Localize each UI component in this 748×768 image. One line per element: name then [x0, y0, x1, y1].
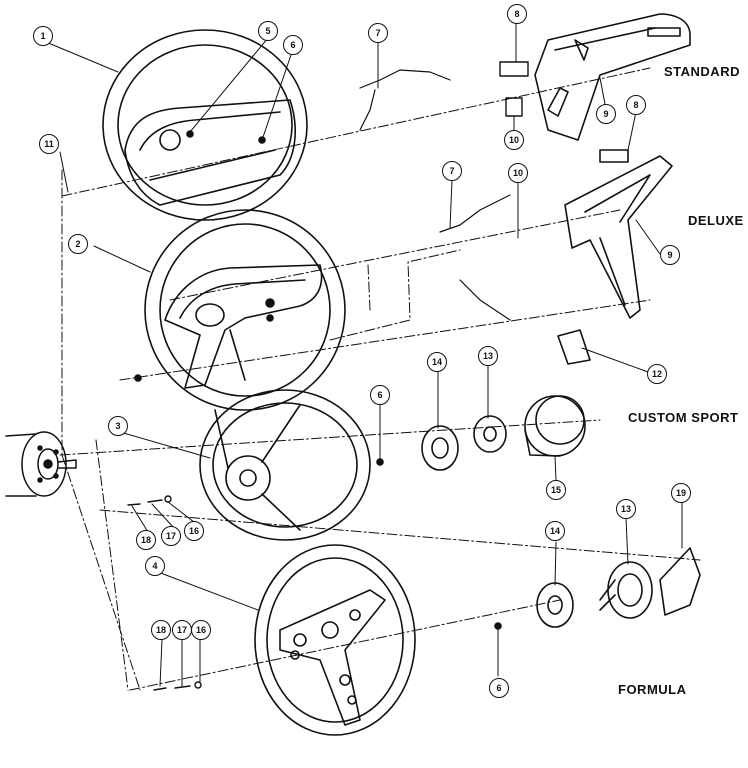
label-standard: STANDARD: [664, 64, 740, 79]
label-custom-sport: CUSTOM SPORT: [628, 410, 739, 425]
formula-steering-wheel: [254, 544, 416, 736]
standard-horn-contact: [499, 61, 529, 117]
deluxe-horn-shroud: [557, 149, 673, 365]
callout-7: 7: [368, 23, 388, 43]
deluxe-steering-wheel: [134, 209, 346, 411]
center-lines: [59, 67, 701, 691]
callout-5: 5: [258, 21, 278, 41]
callout-1: 1: [33, 26, 53, 46]
custom-sport-steering-wheel: [199, 389, 384, 541]
callout-19: 19: [671, 483, 691, 503]
standard-steering-wheel: [102, 29, 308, 221]
formula-hub-parts: [494, 547, 701, 630]
callout-4: 4: [145, 556, 165, 576]
callout-10: 10: [508, 163, 528, 183]
callout-3: 3: [108, 416, 128, 436]
callout-16: 16: [184, 521, 204, 541]
callout-6: 6: [283, 35, 303, 55]
label-deluxe: DELUXE: [688, 213, 744, 228]
callout-14: 14: [545, 521, 565, 541]
callout-10: 10: [504, 130, 524, 150]
callout-6: 6: [370, 385, 390, 405]
callout-7: 7: [442, 161, 462, 181]
callout-12: 12: [647, 364, 667, 384]
callout-2: 2: [68, 234, 88, 254]
callout-8: 8: [626, 95, 646, 115]
callout-18: 18: [136, 530, 156, 550]
callout-9: 9: [596, 104, 616, 124]
callout-leaders: [45, 21, 683, 687]
callout-17: 17: [172, 620, 192, 640]
callout-8: 8: [507, 4, 527, 24]
callout-17: 17: [161, 526, 181, 546]
custom-sport-hub-parts: [421, 395, 586, 471]
fasteners-16-17-18: [127, 495, 202, 691]
callout-16: 16: [191, 620, 211, 640]
callout-11: 11: [39, 134, 59, 154]
callout-13: 13: [478, 346, 498, 366]
standard-horn-shroud: [534, 13, 691, 141]
callout-6: 6: [489, 678, 509, 698]
steering-column-hub: [5, 431, 77, 497]
callout-18: 18: [151, 620, 171, 640]
callout-15: 15: [546, 480, 566, 500]
label-formula: FORMULA: [618, 682, 687, 697]
horn-wiring: [359, 69, 511, 321]
callout-13: 13: [616, 499, 636, 519]
callout-14: 14: [427, 352, 447, 372]
callout-9: 9: [660, 245, 680, 265]
